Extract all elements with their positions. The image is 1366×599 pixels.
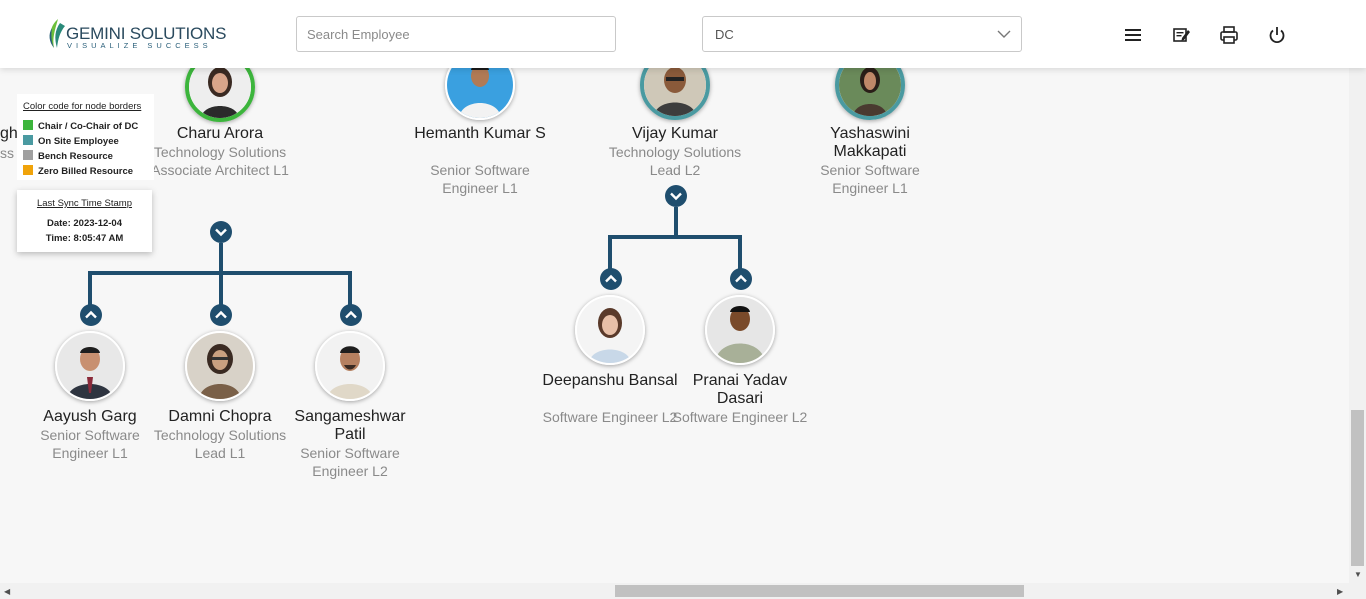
leaf-logo-icon bbox=[49, 19, 65, 48]
sync-timestamp-card: Last Sync Time Stamp Date: 2023-12-04 Ti… bbox=[17, 190, 152, 252]
node-designation: Software Engineer L2 bbox=[542, 409, 678, 425]
search-employee-input[interactable] bbox=[296, 16, 616, 52]
node-designation: Software Engineer L2 bbox=[672, 409, 808, 425]
expand-toggle[interactable] bbox=[210, 304, 232, 326]
chevron-up-icon bbox=[215, 310, 227, 319]
legend-title: Color code for node borders bbox=[23, 101, 142, 112]
node-name: Vijay Kumar bbox=[632, 125, 718, 142]
node-name: Hemanth Kumar S bbox=[414, 125, 546, 142]
person-photo-icon bbox=[57, 333, 123, 399]
power-icon[interactable] bbox=[1266, 24, 1288, 46]
connector-line bbox=[674, 207, 678, 237]
avatar[interactable] bbox=[575, 295, 645, 365]
person-photo-icon bbox=[577, 297, 643, 363]
expand-toggle[interactable] bbox=[340, 304, 362, 326]
expand-toggle[interactable] bbox=[730, 268, 752, 290]
partial-node-designation: ss bbox=[0, 145, 14, 161]
legend-item-chair: Chair / Co-Chair of DC bbox=[23, 120, 138, 132]
top-header: GEMINI SOLUTIONS VISUALIZE SUCCESS DC bbox=[0, 0, 1366, 68]
expand-toggle[interactable] bbox=[600, 268, 622, 290]
person-photo-icon bbox=[317, 333, 383, 399]
legend-swatch bbox=[23, 120, 33, 130]
node-name: Sangameshwar Patil bbox=[294, 408, 406, 443]
node-designation: Senior Software Engineer L1 bbox=[40, 427, 140, 461]
person-photo-icon bbox=[187, 333, 253, 399]
chevron-down-icon bbox=[997, 30, 1011, 38]
chevron-up-icon bbox=[345, 310, 357, 319]
legend-swatch bbox=[23, 165, 33, 175]
menu-icon[interactable] bbox=[1122, 24, 1144, 46]
scroll-right-arrow-icon[interactable]: ▶ bbox=[1337, 587, 1344, 596]
collapse-toggle[interactable] bbox=[665, 185, 687, 207]
node-designation: Technology Solutions Lead L2 bbox=[608, 144, 742, 178]
avatar[interactable] bbox=[705, 295, 775, 365]
logo-brand-text: GEMINI SOLUTIONS bbox=[66, 24, 227, 43]
avatar[interactable] bbox=[55, 331, 125, 401]
connector-line bbox=[608, 235, 612, 269]
node-designation: Senior Software Engineer L2 bbox=[300, 445, 400, 479]
node-name: Deepanshu Bansal bbox=[542, 372, 678, 389]
avatar[interactable] bbox=[185, 331, 255, 401]
sync-date: Date: 2023-12-04 bbox=[47, 218, 122, 229]
chevron-up-icon bbox=[605, 274, 617, 283]
department-select[interactable]: DC bbox=[702, 16, 1022, 52]
vertical-scrollbar-thumb[interactable] bbox=[1351, 410, 1364, 566]
legend-swatch bbox=[23, 135, 33, 145]
expand-toggle[interactable] bbox=[80, 304, 102, 326]
scroll-left-arrow-icon[interactable]: ◀ bbox=[4, 587, 11, 596]
node-designation: Technology Solutions Associate Architect… bbox=[151, 144, 289, 178]
legend-item-bench: Bench Resource bbox=[23, 150, 113, 162]
node-designation: Senior Software Engineer L1 bbox=[430, 162, 530, 196]
node-designation: Technology Solutions Lead L1 bbox=[153, 427, 287, 461]
chevron-down-icon bbox=[670, 192, 682, 201]
connector-line bbox=[348, 271, 352, 305]
node-name: Yashaswini Makkapati bbox=[830, 125, 910, 160]
gemini-logo[interactable]: GEMINI SOLUTIONS VISUALIZE SUCCESS bbox=[46, 18, 226, 52]
border-color-legend: Color code for node borders Chair / Co-C… bbox=[17, 94, 154, 180]
person-photo-icon bbox=[707, 297, 773, 363]
avatar[interactable] bbox=[185, 52, 255, 122]
connector-line bbox=[608, 235, 742, 239]
collapse-toggle[interactable] bbox=[210, 221, 232, 243]
avatar[interactable] bbox=[315, 331, 385, 401]
legend-item-zero-billed: Zero Billed Resource bbox=[23, 165, 133, 177]
print-icon[interactable] bbox=[1218, 24, 1240, 46]
scroll-down-arrow-icon[interactable]: ▼ bbox=[1354, 570, 1362, 579]
connector-line bbox=[219, 243, 223, 272]
connector-line bbox=[219, 271, 223, 305]
node-name: Charu Arora bbox=[176, 125, 264, 142]
horizontal-scrollbar-thumb[interactable] bbox=[615, 585, 1024, 597]
legend-item-onsite: On Site Employee bbox=[23, 135, 119, 147]
logo-tagline: VISUALIZE SUCCESS bbox=[67, 41, 212, 50]
sync-time: Time: 8:05:47 AM bbox=[45, 233, 124, 244]
person-photo-icon bbox=[189, 56, 251, 118]
chevron-up-icon bbox=[735, 274, 747, 283]
connector-line bbox=[88, 271, 92, 305]
chevron-down-icon bbox=[215, 228, 227, 237]
sync-title: Last Sync Time Stamp bbox=[36, 198, 133, 209]
legend-swatch bbox=[23, 150, 33, 160]
chevron-up-icon bbox=[85, 310, 97, 319]
node-name: Aayush Garg bbox=[43, 408, 137, 425]
node-name: Damni Chopra bbox=[168, 408, 272, 425]
edit-note-icon[interactable] bbox=[1170, 24, 1192, 46]
department-select-value: DC bbox=[715, 27, 734, 42]
partial-node-name: gh bbox=[0, 125, 18, 142]
node-designation: Senior Software Engineer L1 bbox=[820, 162, 920, 196]
node-name: Pranai Yadav Dasari bbox=[692, 372, 788, 407]
connector-line bbox=[738, 235, 742, 269]
